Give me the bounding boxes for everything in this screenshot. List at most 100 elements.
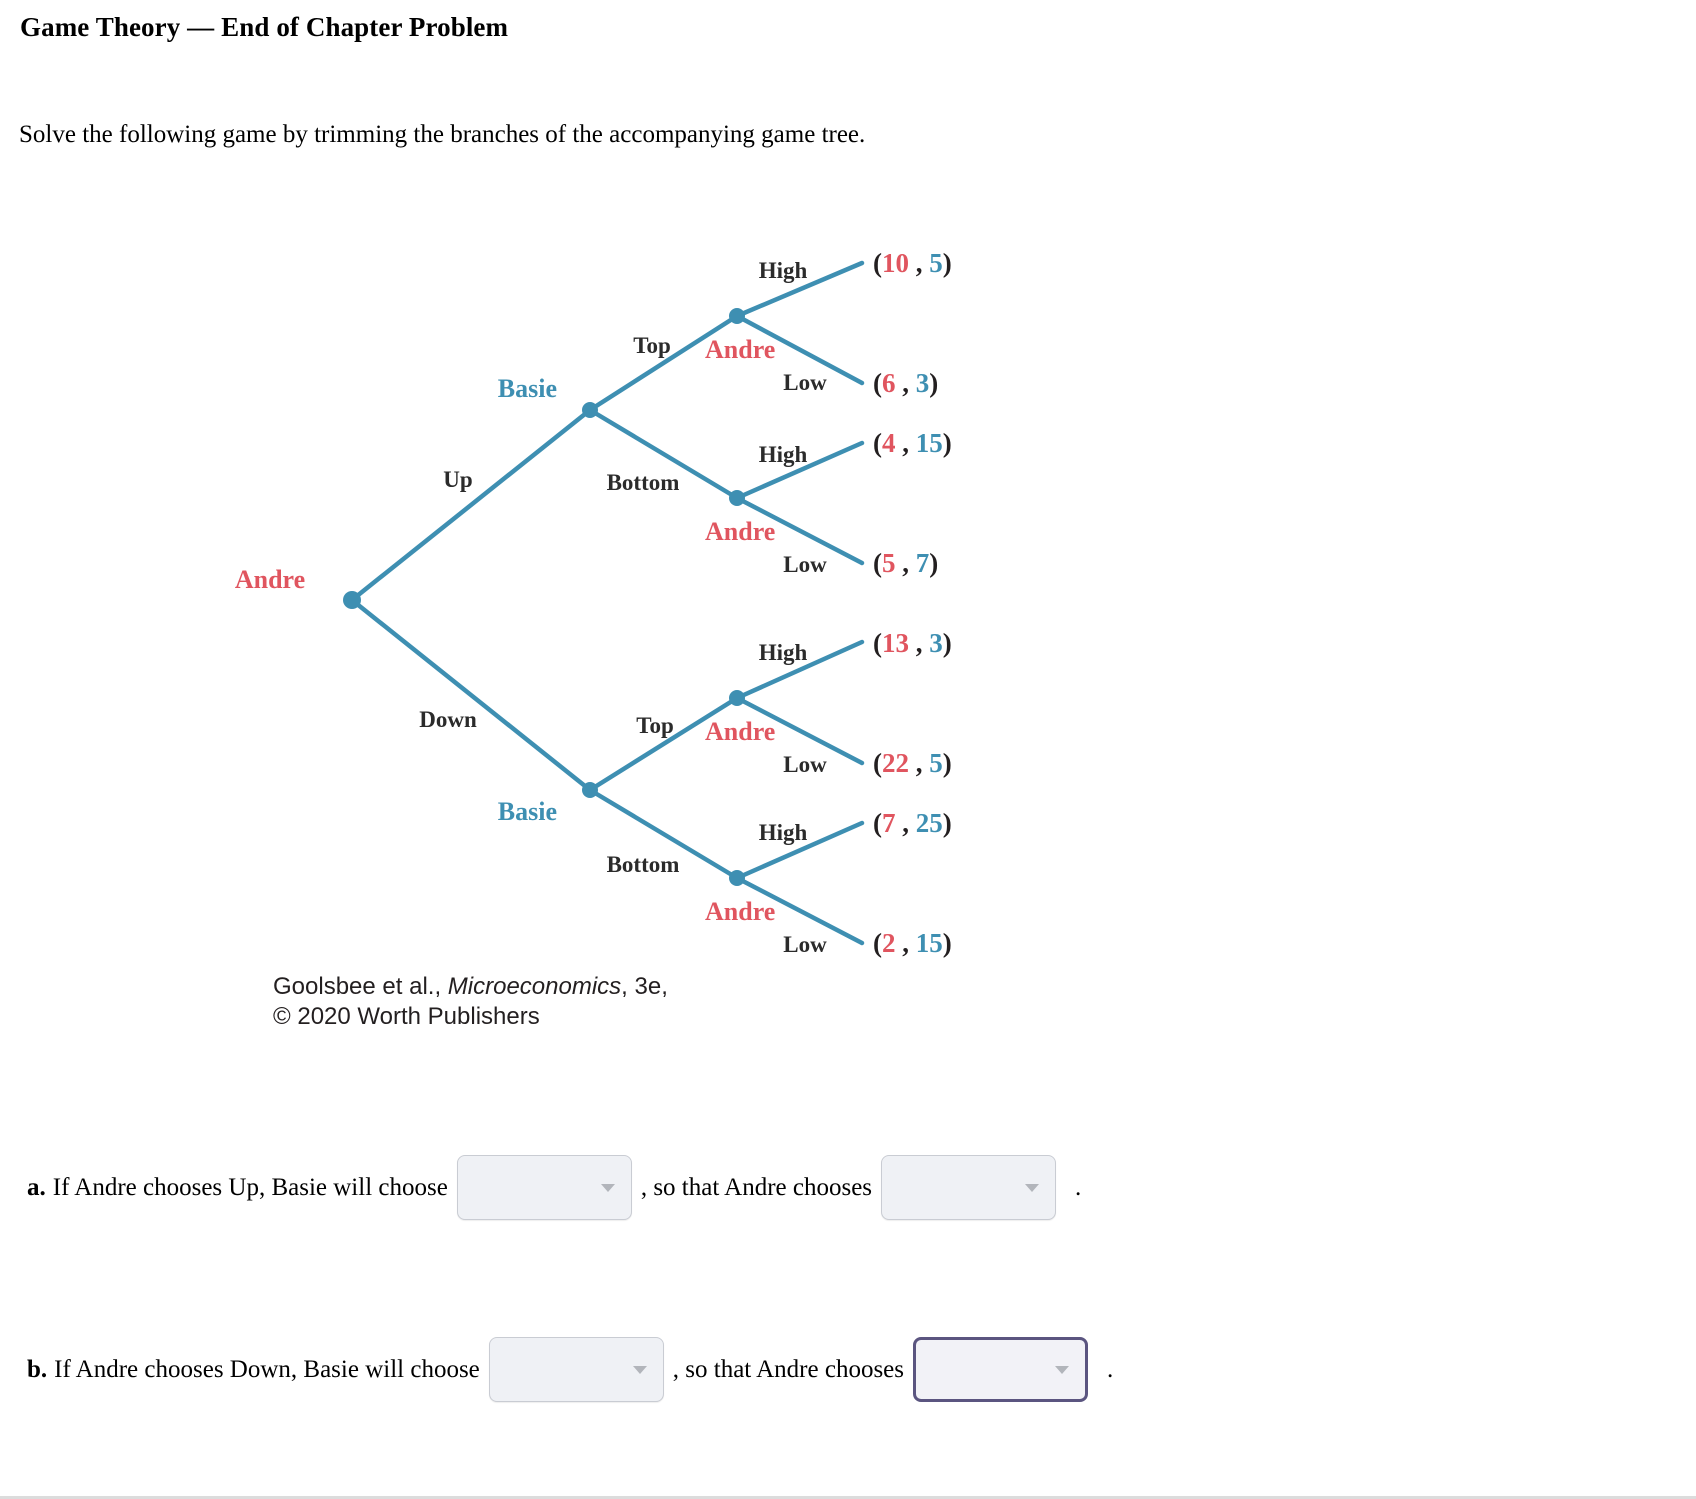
payoff-andre-5: 13 (882, 628, 909, 658)
edge-label-low-3: Low (783, 752, 827, 777)
payoff-basie-6: 5 (929, 748, 943, 778)
game-tree-figure: Andre Basie Basie Andre Andre Andre Andr… (0, 200, 1060, 1060)
branch-bottom-upper (587, 407, 740, 501)
node-andre-down-top (729, 690, 745, 706)
edge-label-high-2: High (759, 442, 808, 467)
branch-high-2 (734, 440, 865, 501)
payoff-andre-3: 4 (882, 428, 896, 458)
edge-label-low-2: Low (783, 552, 827, 577)
player-label-basie-lower: Basie (498, 797, 557, 826)
problem-prompt: Solve the following game by trimming the… (19, 121, 866, 148)
answer-a-dropdown-andre[interactable] (881, 1155, 1057, 1220)
answer-b-text-2: , so that Andre chooses (672, 1355, 904, 1383)
branch-low-1 (734, 313, 865, 386)
svg-text:(4 , 15): (4 , 15) (873, 428, 952, 458)
payoff-basie-8: 15 (916, 928, 943, 958)
edge-label-up: Up (443, 467, 472, 492)
payoff-group-8: (2 , 15) (873, 928, 952, 958)
svg-text:(13 , 3): (13 , 3) (873, 628, 952, 658)
answer-row-a: a. If Andre chooses Up, Basie will choos… (27, 1155, 1081, 1220)
answer-b-letter: b. (27, 1355, 48, 1383)
answer-a-period: . (1075, 1173, 1082, 1201)
answer-a-text-2: , so that Andre chooses (640, 1173, 873, 1201)
payoff-andre-6: 22 (882, 748, 909, 778)
payoff-group-4: (5 , 7) (873, 548, 938, 578)
player-label-basie-upper: Basie (498, 374, 557, 403)
tree-branches (349, 260, 865, 946)
page-title: Game Theory — End of Chapter Problem (20, 12, 509, 42)
player-label-root-andre: Andre (235, 565, 305, 594)
tree-nodes (343, 308, 745, 886)
payoff-basie-4: 7 (916, 548, 930, 578)
branch-low-2 (734, 495, 865, 566)
payoff-andre-4: 5 (882, 548, 896, 578)
branch-high-1 (734, 260, 865, 319)
branch-top-upper (587, 313, 740, 413)
payoff-group-6: (22 , 5) (873, 748, 952, 778)
answer-b-dropdown-basie[interactable] (488, 1337, 664, 1402)
node-andre-down-bottom (729, 870, 745, 886)
attribution-line-1: Goolsbee et al., Microeconomics, 3e, (273, 972, 668, 1002)
chevron-down-icon (1055, 1365, 1069, 1374)
edge-label-top-lower: Top (636, 713, 674, 738)
attribution-book-title: Microeconomics (447, 973, 622, 1000)
payoff-andre-8: 2 (882, 928, 896, 958)
payoff-andre-7: 7 (882, 808, 896, 838)
player-label-andre-down-top: Andre (705, 717, 775, 746)
branch-high-3 (734, 639, 865, 701)
attribution-edition: , 3e, (621, 973, 668, 1000)
branch-up (349, 407, 593, 603)
answer-b-dropdown-andre[interactable] (913, 1337, 1088, 1402)
svg-text:(6 , 3): (6 , 3) (873, 368, 938, 398)
answer-b-period: . (1107, 1355, 1114, 1383)
edge-label-high-1: High (759, 258, 808, 283)
bottom-divider (0, 1496, 1696, 1499)
payoff-group-5: (13 , 3) (873, 628, 952, 658)
edge-label-low-1: Low (783, 370, 827, 395)
answer-a-dropdown-basie[interactable] (456, 1155, 632, 1220)
branch-down (349, 597, 593, 793)
branch-top-lower (587, 695, 740, 793)
edge-label-low-4: Low (783, 932, 827, 957)
player-label-andre-down-bottom: Andre (705, 897, 775, 926)
payoff-basie-5: 3 (929, 628, 943, 658)
answer-a-text-1: If Andre chooses Up, Basie will choose (52, 1173, 448, 1201)
node-andre-up-top (729, 308, 745, 324)
answer-row-b: b. If Andre chooses Down, Basie will cho… (27, 1337, 1113, 1402)
svg-text:(5 , 7): (5 , 7) (873, 548, 938, 578)
chevron-down-icon (1025, 1183, 1040, 1192)
payoff-group-7: (7 , 25) (873, 808, 952, 838)
edge-label-bottom-lower: Bottom (607, 852, 680, 877)
answer-b-text-1: If Andre chooses Down, Basie will choose (54, 1355, 480, 1383)
edge-label-bottom-upper: Bottom (607, 470, 680, 495)
node-basie-upper (582, 402, 598, 418)
branch-low-4 (734, 875, 865, 946)
attribution-line-2: © 2020 Worth Publishers (273, 1003, 540, 1031)
edge-label-top-upper: Top (633, 333, 671, 358)
node-basie-lower (582, 782, 598, 798)
edge-label-high-3: High (759, 640, 808, 665)
payoff-basie-7: 25 (916, 808, 943, 838)
payoff-group-2: (6 , 3) (873, 368, 938, 398)
edge-label-high-4: High (759, 820, 808, 845)
payoff-basie-2: 3 (916, 368, 930, 398)
branch-bottom-lower (587, 787, 740, 881)
node-andre-up-bottom (729, 490, 745, 506)
svg-text:(10 , 5): (10 , 5) (873, 248, 952, 278)
player-label-andre-up-bottom: Andre (705, 517, 775, 546)
branch-low-3 (734, 695, 865, 766)
payoff-andre-1: 10 (882, 248, 909, 278)
payoff-group-1: (10 , 5) (873, 248, 952, 278)
attribution-author: Goolsbee et al., (273, 973, 448, 1000)
svg-text:(7 , 25): (7 , 25) (873, 808, 952, 838)
figure-attribution: Goolsbee et al., Microeconomics, 3e, © 2… (273, 972, 668, 1032)
payoff-basie-3: 15 (916, 428, 943, 458)
chevron-down-icon (632, 1365, 647, 1374)
payoff-group-3: (4 , 15) (873, 428, 952, 458)
payoff-basie-1: 5 (929, 248, 943, 278)
player-label-andre-up-top: Andre (705, 335, 775, 364)
branch-high-4 (734, 820, 865, 881)
chevron-down-icon (600, 1183, 615, 1192)
svg-text:(2 , 15): (2 , 15) (873, 928, 952, 958)
answer-a-letter: a. (27, 1173, 46, 1201)
